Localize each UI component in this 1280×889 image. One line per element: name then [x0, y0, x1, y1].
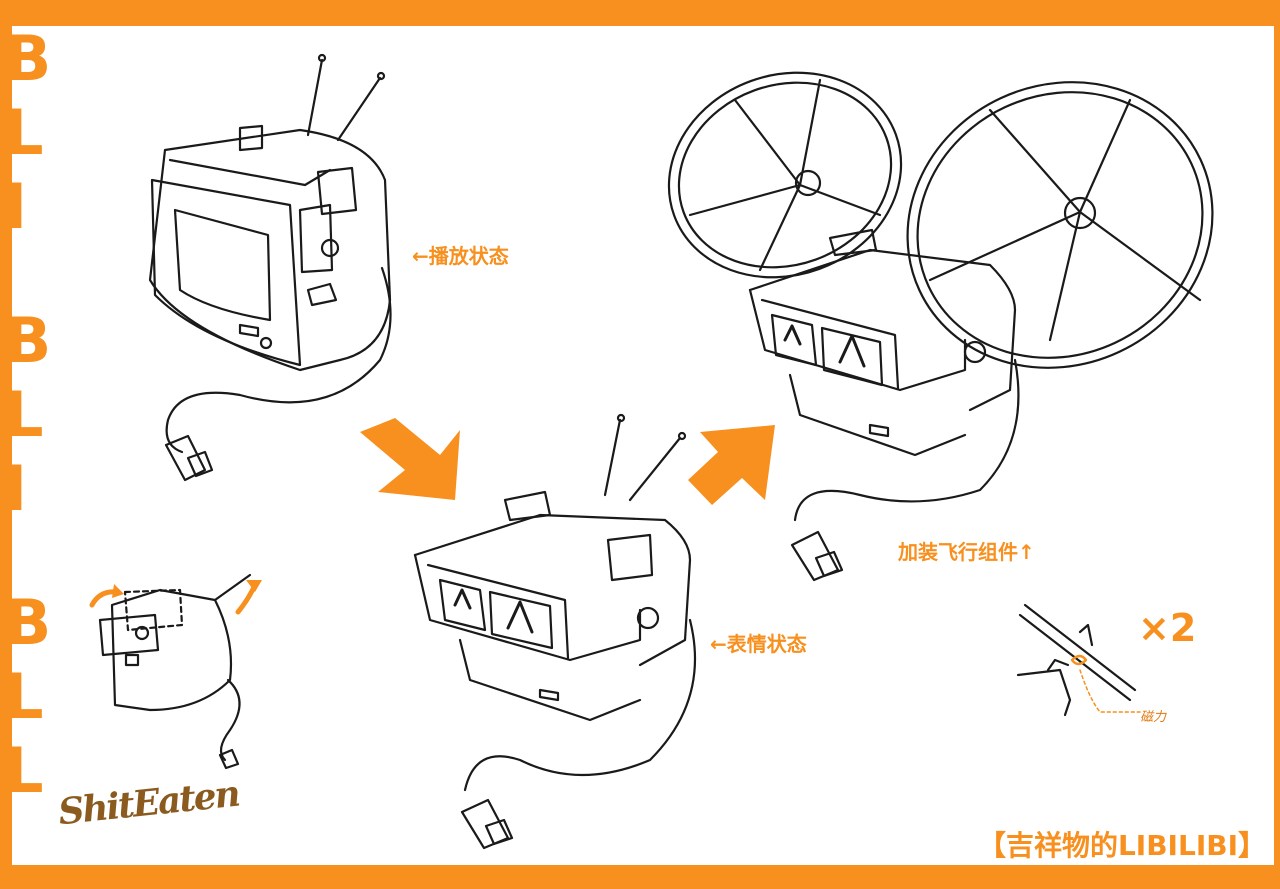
bottom-frame-bar — [0, 865, 1280, 889]
side-letter: L — [4, 734, 44, 807]
side-letter: I — [4, 170, 28, 243]
top-frame-bar — [0, 0, 1280, 26]
side-letter: B — [4, 586, 52, 659]
flight-kit-label: 加装飞行组件↑ — [898, 540, 1035, 564]
left-frame-bar — [0, 0, 12, 889]
times-two-label: ×2 — [1138, 606, 1197, 650]
side-letter: L — [4, 96, 44, 169]
transform-arrow-down — [360, 418, 460, 500]
page-title: 【吉祥物的LIBILIBI】 — [977, 829, 1266, 862]
expression-device-sketch — [413, 413, 697, 850]
play-state-label: ←播放状态 — [412, 244, 509, 268]
side-letter: L — [4, 660, 44, 733]
expression-state-label: ←表情状态 — [710, 632, 807, 656]
side-letter: L — [4, 378, 44, 451]
mechanism-detail-sketch — [89, 573, 262, 770]
magnet-joint-detail-sketch — [1016, 603, 1141, 717]
flying-device-sketch — [667, 71, 1214, 582]
transform-arrow-up — [688, 425, 775, 505]
right-frame-bar — [1274, 0, 1280, 889]
side-letter: I — [4, 452, 28, 525]
tv-device-sketch — [148, 53, 392, 482]
magnet-force-note: 磁力 — [1140, 710, 1167, 725]
side-letter: B — [4, 22, 52, 95]
side-letter: B — [4, 304, 52, 377]
